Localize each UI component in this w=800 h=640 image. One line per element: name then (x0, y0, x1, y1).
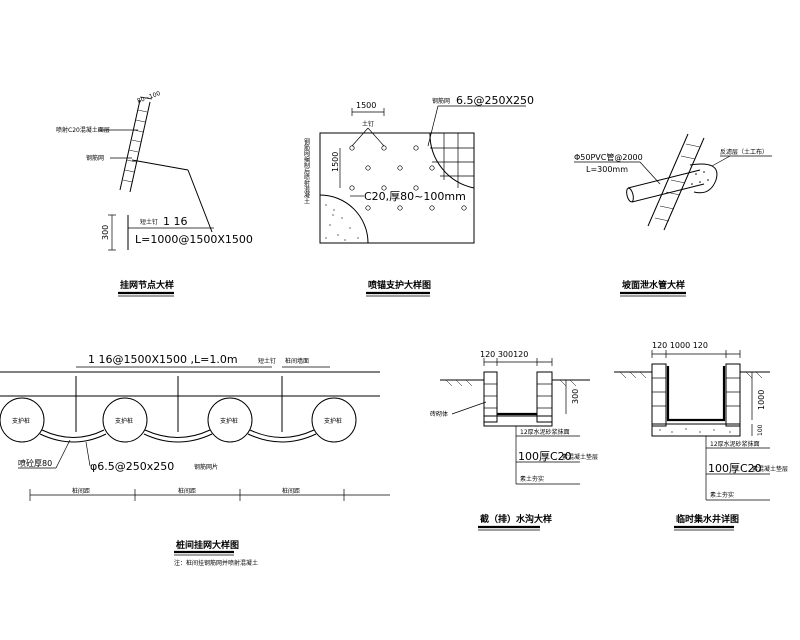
dim-1500-top: 1500 (356, 101, 376, 110)
water-well-detail: 120 1000 120 1 (614, 341, 788, 531)
mesh-label: 钢筋网 (432, 97, 450, 105)
nail-spec: 1 16@1500X1500 ,L=1.0m (88, 353, 238, 366)
pile-2 (102, 397, 148, 443)
wall-label: 砖砌体 (430, 410, 448, 418)
detail-title-spray-anchor: 喷锚支护大样图 (368, 279, 431, 291)
dim-top-label: 80~100 (136, 90, 161, 105)
note: 注：桩间挂钢筋网并喷射混凝土 (174, 559, 258, 567)
nail-length: L=1000@1500X1500 (135, 233, 253, 246)
pile-spacing-label: 桩间距 (282, 487, 300, 495)
pile-spacing-label: 桩间距 (72, 487, 90, 495)
dim-side: 300 (571, 389, 580, 404)
layer-2-text: 素混凝土垫层 (752, 465, 788, 473)
pile-label: 支护桩 (324, 417, 342, 425)
pile-label: 支护桩 (12, 417, 30, 425)
layer-2-num: 100厚C20 (708, 462, 762, 475)
pile-label: 支护桩 (115, 417, 133, 425)
spray-anchor-detail: 1500 土钉 1500 钢筋网 6.5@250X250 钢筋网编制后喷射混凝土… (303, 94, 534, 297)
mesh-spec: φ6.5@250x250 (90, 460, 174, 473)
spray-layer-label: 喷射C20混凝土面层 (56, 126, 110, 134)
dims-top: 120 300120 (480, 350, 528, 359)
soil-nail-label: 土钉 (362, 120, 374, 128)
pile-1 (0, 397, 45, 443)
layer-3: 素土夯实 (710, 491, 734, 499)
dim-1500-side: 1500 (331, 152, 340, 172)
drain-pipe-detail: Φ50PVC管@2000 L=300mm 反滤层（土工布） 坡面泄水管大样 (574, 133, 772, 297)
pile-spacing-label: 桩间距 (178, 487, 196, 495)
layer-2-text: 素混凝土垫层 (562, 453, 598, 461)
spray-label: 喷砼厚80 (18, 458, 52, 468)
detail-title-net-plan: 桩间挂网大样图 (176, 539, 239, 551)
dim-bottom: 100 (757, 424, 764, 436)
drain-ditch-detail: 120 300120 300 砖砌体 (430, 350, 598, 531)
pile-4 (311, 397, 357, 443)
nail-spec: 1 16 (163, 215, 188, 228)
dims-top: 120 1000 120 (652, 341, 708, 350)
detail-title-hanging-net-node: 挂网节点大样 (120, 279, 174, 291)
pile-label: 支护桩 (220, 417, 238, 425)
pile-net-plan-detail: 1 16@1500X1500 ,L=1.0m 短土钉 桩间墙面 支护桩 支护桩 … (0, 353, 390, 567)
nail-label: 短土钉 (140, 218, 158, 226)
detail-title-drain-ditch: 截（排）水沟大样 (480, 513, 552, 525)
side-note: 钢筋网编制后喷射混凝土 (303, 137, 310, 204)
detail-title-water-well: 临时集水井详图 (676, 513, 739, 525)
spray-spec: C20,厚80~100mm (364, 190, 466, 203)
nail-label: 短土钉 (258, 357, 276, 365)
layer-3: 素土夯实 (520, 475, 544, 483)
dim-side: 1000 (757, 390, 766, 410)
layer-1: 12厚水泥砂浆抹面 (520, 428, 570, 436)
pipe-length: L=300mm (586, 165, 628, 174)
mesh-label: 钢筋网 (86, 154, 104, 162)
hanging-net-node-detail: 80~100 喷射C20混凝土面层 钢筋网 300 短土钉 1 16 L=100… (56, 90, 253, 297)
filter-label: 反滤层（土工布） (720, 148, 768, 156)
wall-label: 桩间墙面 (285, 357, 309, 365)
pipe-spec: Φ50PVC管@2000 (574, 152, 643, 162)
dim-300-label: 300 (101, 225, 110, 240)
pile-3 (207, 397, 253, 443)
mesh-spec: 6.5@250X250 (456, 94, 534, 107)
mesh-suffix: 钢筋网片 (194, 463, 218, 471)
layer-2-num: 100厚C20 (518, 450, 572, 463)
layer-1: 12厚水泥砂浆抹面 (710, 440, 760, 448)
detail-title-drain-pipe: 坡面泄水管大样 (622, 279, 685, 291)
